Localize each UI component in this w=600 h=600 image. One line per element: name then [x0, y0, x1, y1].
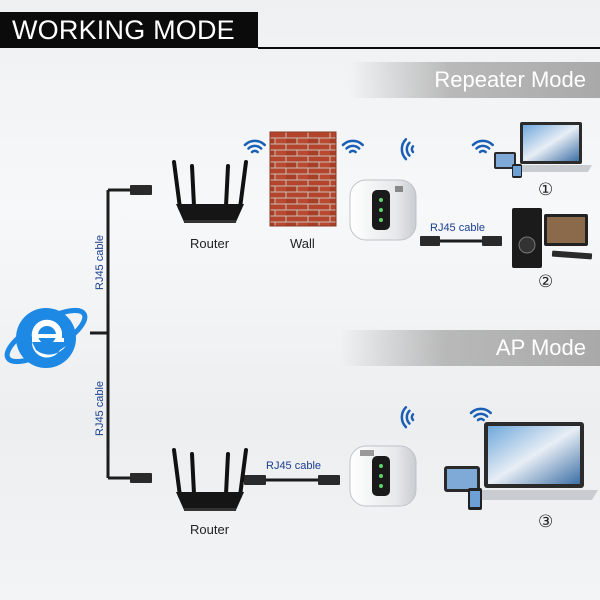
wifi-icon — [400, 138, 415, 161]
wall-label: Wall — [290, 236, 315, 251]
repeater-mode-banner: Repeater Mode — [350, 62, 600, 98]
repeater-icon-top — [349, 179, 417, 241]
ap-mode-banner: AP Mode — [340, 330, 600, 366]
repeater-icon-bottom — [349, 445, 417, 507]
title-underline — [258, 47, 600, 49]
wifi-icon — [469, 407, 492, 422]
device-number-2: ② — [538, 272, 554, 291]
rj45-cable-label-vertical-bottom: RJ45 cable — [94, 380, 106, 436]
phone-icon-top — [512, 164, 522, 178]
page-title: WORKING MODE — [0, 12, 258, 48]
brick-wall-icon — [269, 131, 337, 227]
rj45-cable-label-repeater: RJ45 cable — [430, 222, 486, 234]
internet-explorer-icon — [4, 307, 88, 368]
device-number-3: ③ — [538, 512, 554, 531]
router-bottom-label: Router — [190, 522, 230, 537]
router-icon-top — [172, 160, 248, 223]
tablet-icon-bottom — [444, 466, 480, 492]
rj45-cable-label-ap: RJ45 cable — [266, 460, 322, 472]
router-icon-bottom — [172, 448, 248, 511]
wifi-icon — [471, 139, 494, 154]
desktop-pc-icon — [512, 208, 593, 268]
phone-icon-bottom — [468, 488, 482, 510]
device-number-1: ① — [538, 180, 554, 199]
rj45-cable-label-vertical-top: RJ45 cable — [94, 234, 106, 290]
laptop-icon-top — [510, 122, 592, 172]
router-top-label: Router — [190, 236, 230, 251]
wifi-icons — [243, 138, 494, 429]
rj45-plugs — [130, 185, 502, 485]
laptop-icon-bottom — [470, 422, 598, 500]
wifi-icon — [341, 139, 364, 154]
wifi-icon — [243, 139, 266, 154]
tablet-icon-top — [494, 152, 516, 169]
wifi-icon — [400, 406, 415, 429]
